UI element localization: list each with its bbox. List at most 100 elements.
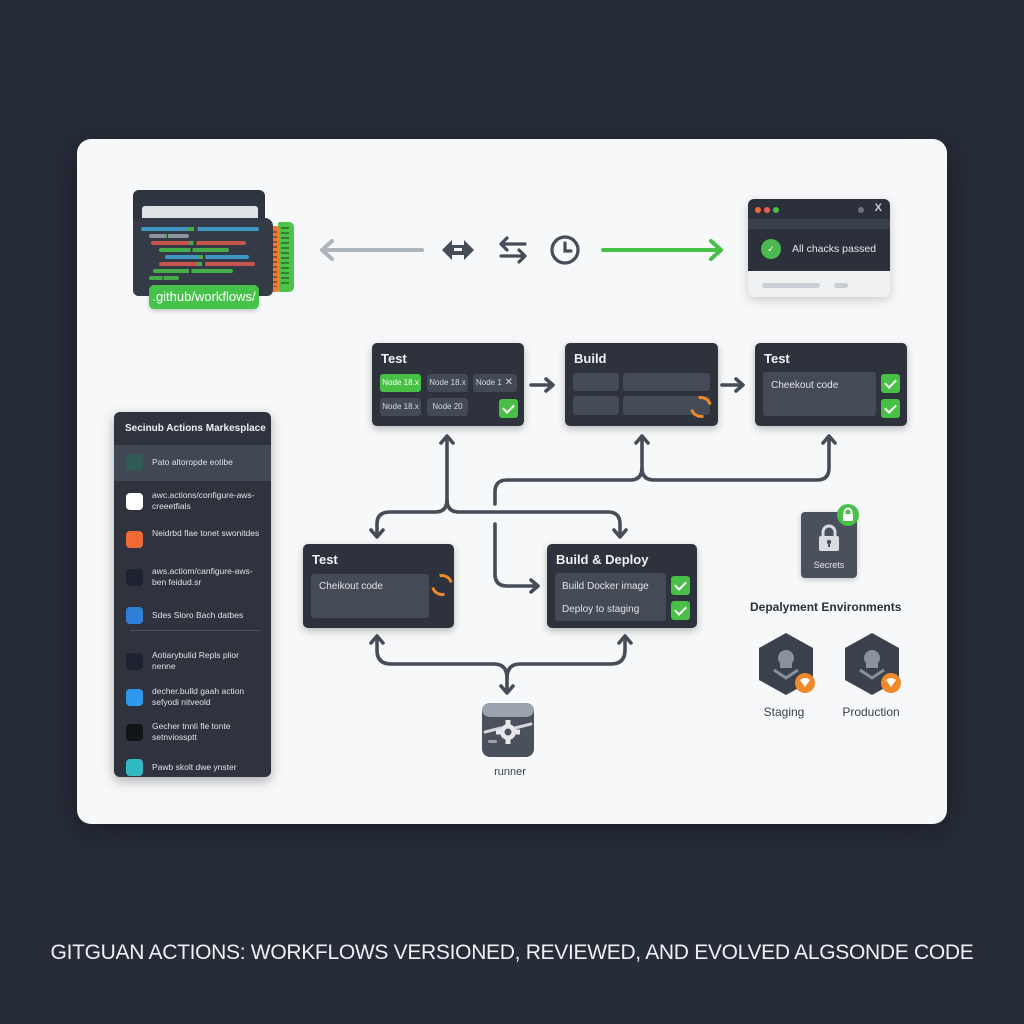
runner-server-icon: [482, 703, 534, 757]
marketplace-item-label: decher.bulld gaah action sefyodi nitveol…: [152, 686, 245, 707]
workflow-path-label[interactable]: .github/workflows/: [149, 285, 259, 309]
green-file-tab: [278, 222, 294, 292]
step-placeholder: [573, 373, 619, 391]
connector-arrow: [493, 522, 540, 594]
runner-label: runner: [494, 766, 526, 778]
action-logo-icon: [126, 531, 143, 548]
connector-arrow: [493, 435, 644, 506]
connector-arrow: [529, 377, 555, 393]
matrix-chip[interactable]: Node 18.x: [380, 374, 421, 392]
code-line: [153, 269, 233, 273]
matrix-chip[interactable]: Node 18.x: [427, 374, 468, 392]
bidirectional-arrow-icon: [442, 240, 474, 260]
marketplace-item[interactable]: Pato altoropde eotibe: [114, 445, 271, 481]
connector-arrow: [369, 528, 385, 539]
marketplace-item[interactable]: Gecher tnnli fle tonte setnviossptt: [114, 715, 271, 751]
checks-status-text: All chacks passed: [792, 243, 877, 255]
action-logo-icon: [126, 569, 143, 586]
job-node-test[interactable]: Test Cheikout code: [303, 544, 458, 628]
step-row: [763, 372, 876, 416]
marketplace-item[interactable]: aws.actiom/canfigure-aws-ben feidud.sr: [114, 560, 271, 596]
check-icon: [881, 399, 900, 418]
step-label: Build Docker image: [562, 581, 649, 592]
code-line: [159, 262, 255, 266]
step-placeholder: [573, 396, 619, 415]
secrets-label: Secrets: [813, 560, 845, 570]
action-logo-icon: [126, 689, 143, 706]
job-node-test-matrix[interactable]: Test Node 18.x Node 18.x Node 1 ✕ Node 1…: [372, 343, 524, 426]
check-shield-icon: ✓: [761, 239, 781, 259]
placeholder-bar: [762, 283, 820, 288]
step-label: Deploy to staging: [562, 604, 640, 615]
arrow-left-icon: [320, 239, 424, 261]
window-minimize-dot[interactable]: [764, 207, 770, 213]
window-maximize-dot[interactable]: [773, 207, 779, 213]
connector-arrow: [617, 634, 633, 645]
environment-production-label: Production: [842, 705, 900, 719]
check-icon: [671, 601, 690, 620]
step-label: Cheekout code: [771, 380, 839, 391]
connector-arrow: [640, 435, 831, 482]
action-logo-icon: [126, 607, 143, 624]
step-label: Cheikout code: [319, 581, 383, 592]
close-icon[interactable]: ✕: [504, 377, 513, 388]
window-close-dot[interactable]: [755, 207, 761, 213]
job-title: Test: [764, 351, 790, 366]
job-title: Test: [312, 552, 338, 567]
marketplace-title: Secinub Actions Markesplace: [125, 423, 266, 434]
window-toolbar: [748, 219, 890, 229]
code-line: [151, 241, 246, 245]
marketplace-item-label: aws.actiom/canfigure-aws-ben feidud.sr: [152, 566, 253, 587]
placeholder-bar: [834, 283, 848, 288]
environment-staging-icon[interactable]: [756, 632, 816, 696]
marketplace-item[interactable]: Neidrbd flae tonet swonitdes: [114, 522, 271, 558]
connector-arrow: [439, 434, 455, 445]
arrow-right-icon: [601, 239, 723, 261]
job-node-build[interactable]: Build: [565, 343, 718, 426]
marketplace-item[interactable]: Sdes Sloro Bach datbes: [114, 598, 271, 634]
checks-status-window: X ✓ All chacks passed: [748, 199, 890, 297]
caption: GITGUAN ACTIONS: WORKFLOWS VERSIONED, RE…: [50, 941, 974, 964]
marketplace-item-label: awc.actions/configure-aws-creeetfials: [152, 490, 255, 511]
marketplace-item[interactable]: Aotiarybulid Repls plior nenne: [114, 644, 271, 680]
matrix-chip[interactable]: Node 20: [427, 398, 468, 416]
check-icon: [671, 576, 690, 595]
marketplace-item[interactable]: decher.bulld gaah action sefyodi nitveol…: [114, 680, 271, 716]
connector-arrow: [375, 435, 449, 538]
connector-arrow: [445, 498, 622, 538]
marketplace-item[interactable]: awc.actions/configure-aws-creeetfials: [114, 484, 271, 520]
connector-arrow: [499, 684, 515, 695]
check-icon: [499, 399, 518, 418]
connector-arrow: [369, 634, 385, 645]
action-logo-icon: [126, 759, 143, 776]
action-logo-icon: [126, 724, 143, 741]
connector-arrow: [634, 434, 650, 445]
matrix-chip[interactable]: Node 18.x: [380, 398, 421, 416]
environment-production-icon[interactable]: [842, 632, 902, 696]
environments-title: Depalyment Environments: [750, 600, 902, 614]
step-group: [555, 573, 666, 621]
window-menu-dot[interactable]: [858, 207, 864, 213]
step-placeholder: [623, 396, 710, 415]
connector-arrow: [375, 635, 509, 692]
job-node-test-checkout[interactable]: Test Cheekout code: [755, 343, 907, 426]
marketplace-item-label: Aotiarybulid Repls plior nenne: [152, 650, 239, 671]
code-line: [159, 248, 229, 252]
code-line: [165, 255, 249, 259]
marketplace-item-label: Sdes Sloro Bach datbes: [152, 610, 244, 620]
environment-staging-label: Staging: [763, 705, 805, 719]
job-node-build-deploy[interactable]: Build & Deploy Build Docker image Deploy…: [547, 544, 697, 628]
close-icon[interactable]: X: [874, 202, 882, 214]
code-line: [149, 276, 179, 280]
job-title: Test: [381, 351, 407, 366]
matrix-chip[interactable]: Node 1 ✕: [473, 374, 517, 392]
connector-arrow: [505, 635, 627, 680]
connector-arrow: [612, 528, 628, 539]
action-logo-icon: [126, 493, 143, 510]
code-line: [141, 227, 259, 231]
check-icon: [881, 374, 900, 393]
swap-arrows-icon: [499, 236, 527, 264]
marketplace-item[interactable]: Pawb skolt dwe ynster: [114, 750, 271, 777]
clock-icon: [550, 235, 580, 265]
